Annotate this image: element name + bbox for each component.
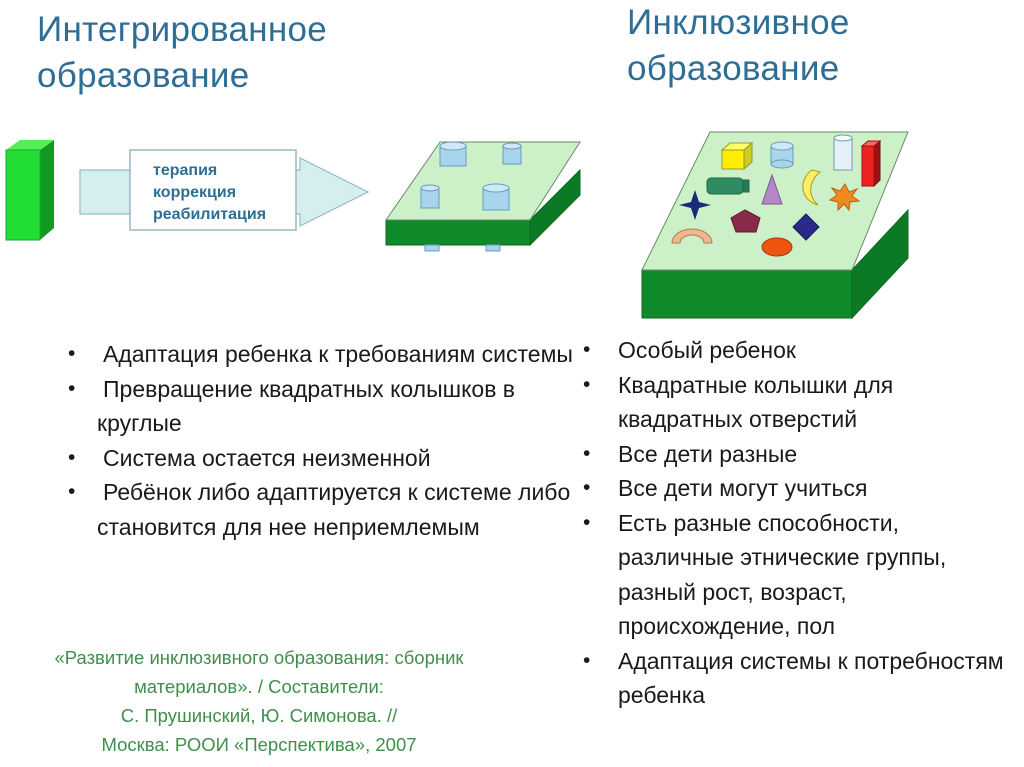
title-inclusive-line1: Инклюзивное xyxy=(627,3,850,42)
list-item: Есть разные способности, различные этнич… xyxy=(583,506,1018,644)
list-item: Все дети разные xyxy=(583,437,1018,472)
round-peg-icon xyxy=(502,142,522,165)
list-item-text: Адаптация системы к потребностям ребенка xyxy=(618,647,1004,709)
citation-line2: материалов». / Составители: xyxy=(134,676,384,697)
diamond-icon xyxy=(792,213,820,241)
list-item-text: Квадратные колышки для квадратных отверс… xyxy=(618,371,894,433)
diagram-illustration: терапия коррекция реабилитация xyxy=(5,131,909,320)
list-item: Система остается неизменной xyxy=(62,441,577,476)
list-item: Адаптация системы к потребностям ребенка xyxy=(583,644,1018,713)
list-item-text: Превращение квадратных колышков в круглы… xyxy=(97,375,516,437)
list-item-text: Система остается неизменной xyxy=(103,444,431,471)
yellow-cube-icon xyxy=(720,141,754,171)
list-item: Адаптация ребенка к требованиям системы xyxy=(62,337,577,372)
citation-line3: С. Прушинский, Ю. Симонова. // xyxy=(120,705,398,726)
citation-line4: Москва: РООИ «Перспектива», 2007 xyxy=(101,734,417,755)
board-inclusive xyxy=(641,131,909,320)
list-item-text: Ребёнок либо адаптируется к системе либо… xyxy=(97,479,571,540)
round-peg-icon xyxy=(439,141,467,167)
list-integrated: Адаптация ребенка к требованиям системы … xyxy=(62,337,577,544)
list-item-text: Все дети разные xyxy=(618,440,798,467)
red-prism-icon xyxy=(860,139,882,188)
title-integrated-line1: Интегрированное xyxy=(37,10,328,49)
list-item: Все дети могут учиться xyxy=(583,471,1018,506)
pentagon-icon xyxy=(730,209,761,233)
list-item: Ребёнок либо адаптируется к системе либо… xyxy=(62,475,577,544)
arrow-label-correction: коррекция xyxy=(153,184,236,201)
citation: «Развитие инклюзивного образования: сбор… xyxy=(30,643,488,759)
board-integrated xyxy=(385,141,581,252)
arch-icon xyxy=(671,228,713,244)
list-item-text: Адаптация ребенка к требованиям системы xyxy=(103,341,573,367)
list-item: Особый ребенок xyxy=(583,333,1018,368)
green-capsule-icon xyxy=(706,177,750,195)
list-item-text: Все дети могут учиться xyxy=(618,475,868,501)
cylinder-icon xyxy=(770,141,794,169)
title-inclusive-line2: образование xyxy=(627,49,840,88)
green-block-child xyxy=(5,140,54,241)
title-inclusive: Инклюзивное образование xyxy=(627,0,850,92)
crescent-icon xyxy=(802,169,822,206)
arrow-label-therapy: терапия xyxy=(153,162,217,179)
sun-icon xyxy=(828,183,861,212)
list-item-text: Особый ребенок xyxy=(618,337,796,363)
round-peg-icon xyxy=(420,184,440,209)
title-integrated: Интегрированное образование xyxy=(37,7,327,99)
citation-line1: «Развитие инклюзивного образования: сбор… xyxy=(54,647,464,668)
title-integrated-line2: образование xyxy=(37,56,250,95)
round-peg-icon xyxy=(482,183,510,211)
arrow-label-box: терапия коррекция реабилитация xyxy=(129,149,297,231)
list-item-text: Есть разные способности, различные этнич… xyxy=(618,509,947,640)
list-item: Превращение квадратных колышков в круглы… xyxy=(62,372,577,441)
cylinder-icon xyxy=(833,134,853,171)
triangle-icon xyxy=(761,173,783,205)
arrow-label-rehabilitation: реабилитация xyxy=(153,206,266,223)
list-item: Квадратные колышки для квадратных отверс… xyxy=(583,368,1018,437)
list-inclusive: Особый ребенок Квадратные колышки для кв… xyxy=(583,333,1018,713)
blue-star-icon xyxy=(679,190,711,220)
oval-icon xyxy=(761,237,793,257)
